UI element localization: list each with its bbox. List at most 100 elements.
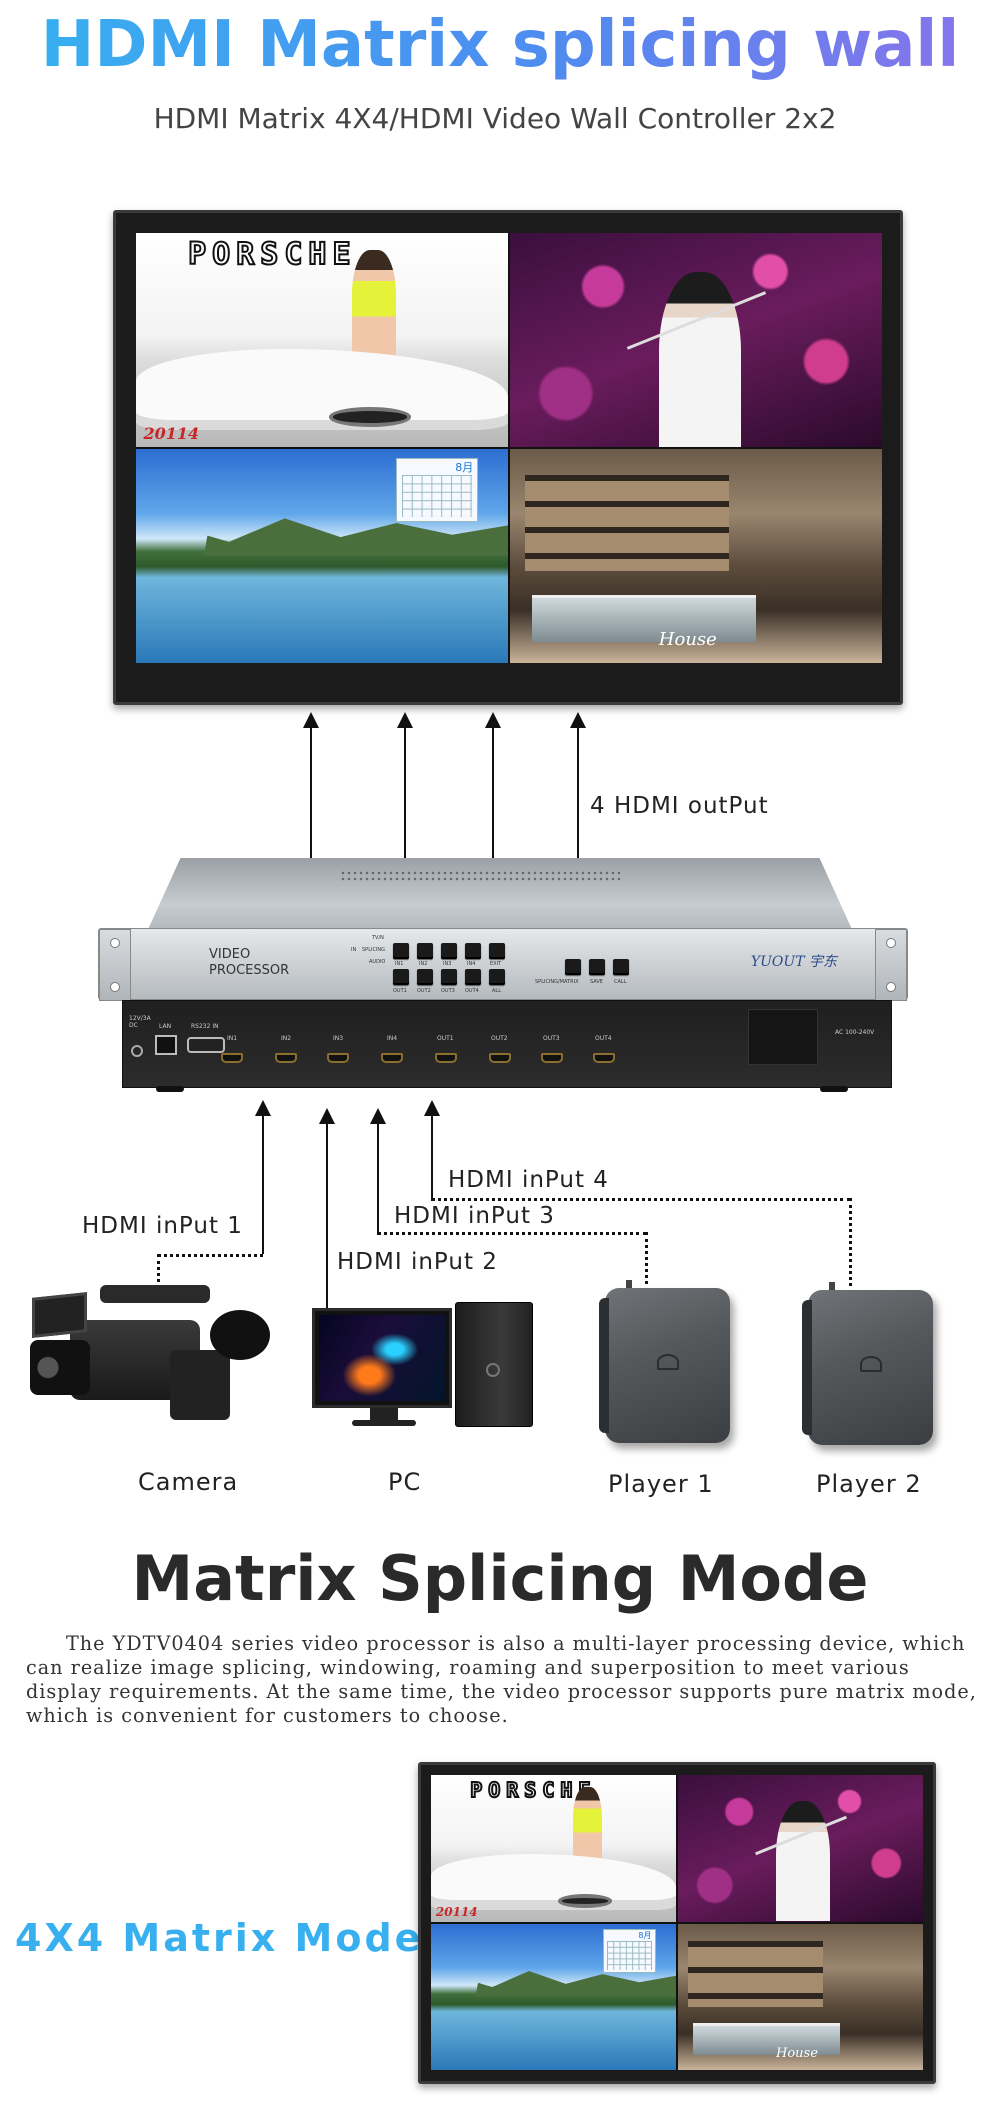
pc-screen bbox=[319, 1315, 445, 1401]
input3-label: HDMI inPut 3 bbox=[394, 1203, 555, 1229]
button-label-splicing-matrix: SPLICING/MATRIX bbox=[535, 979, 579, 985]
matrix-quadrant-porsche: PORSCHE 20114 bbox=[431, 1775, 676, 1922]
cafe-counter bbox=[532, 594, 756, 642]
cafe-shelves bbox=[524, 474, 730, 571]
input-arrowhead-2 bbox=[319, 1108, 335, 1124]
pc-monitor-stand bbox=[370, 1408, 398, 1422]
car-wheel bbox=[558, 1894, 613, 1908]
input2-label: HDMI inPut 2 bbox=[337, 1249, 498, 1275]
camera-flip-screen bbox=[32, 1292, 87, 1338]
performer-figure bbox=[658, 271, 741, 447]
matrix-mode-monitor: PORSCHE 20114 8月 House bbox=[418, 1762, 936, 2084]
button-out1[interactable] bbox=[393, 969, 409, 985]
input4-connector-v bbox=[849, 1198, 852, 1286]
hdmi-in3-label: IN3 bbox=[333, 1035, 344, 1042]
rack-hole bbox=[886, 982, 896, 992]
button-label-in4: IN4 bbox=[467, 961, 476, 967]
hdmi-in2-label: IN2 bbox=[281, 1035, 292, 1042]
ac-power-socket bbox=[748, 1009, 818, 1065]
input4-label: HDMI inPut 4 bbox=[448, 1167, 609, 1193]
player1-logo-icon bbox=[657, 1354, 679, 1370]
section-body: The YDTV0404 series video processor is a… bbox=[26, 1632, 977, 1727]
model-figure bbox=[573, 1786, 603, 1863]
cafe-shelves bbox=[687, 1941, 823, 2007]
button-exit[interactable] bbox=[489, 943, 505, 959]
button-all[interactable] bbox=[489, 969, 505, 985]
camera-handle bbox=[100, 1285, 210, 1303]
mode-label-in: IN bbox=[351, 947, 357, 953]
player1-antenna bbox=[626, 1280, 632, 1290]
hdmi-out3-label: OUT3 bbox=[543, 1035, 560, 1042]
button-label-call: CALL bbox=[614, 979, 627, 985]
porsche-logo-text: PORSCHE bbox=[469, 1777, 597, 1803]
button-in1[interactable] bbox=[393, 943, 409, 959]
player2-logo-icon bbox=[860, 1356, 882, 1372]
calendar-grid bbox=[402, 474, 473, 517]
button-save[interactable] bbox=[589, 959, 605, 975]
hdmi-in4-label: IN4 bbox=[387, 1035, 398, 1042]
car-plate-text: 20114 bbox=[435, 1904, 478, 1919]
output-arrowhead-4 bbox=[570, 712, 586, 728]
camera-lens bbox=[30, 1340, 90, 1395]
player2-side bbox=[802, 1300, 812, 1435]
button-label-in1: IN1 bbox=[395, 961, 404, 967]
button-label-save: SAVE bbox=[590, 979, 603, 985]
hdmi-in1-label: IN1 bbox=[227, 1035, 238, 1042]
output-arrow-line-2 bbox=[404, 726, 406, 858]
output-label: 4 HDMI outPut bbox=[590, 793, 769, 819]
matrix-quadrant-lake: 8月 bbox=[431, 1923, 676, 2070]
input-arrowhead-3 bbox=[370, 1108, 386, 1124]
button-splicing-matrix[interactable] bbox=[565, 959, 581, 975]
hdmi-in3-port bbox=[327, 1053, 349, 1063]
rack-hole bbox=[110, 982, 120, 992]
hdmi-out1-port bbox=[435, 1053, 457, 1063]
input-arrow-line-2 bbox=[326, 1122, 328, 1312]
button-call[interactable] bbox=[613, 959, 629, 975]
input1-connector-h bbox=[158, 1254, 263, 1257]
calendar-widget: 8月 bbox=[602, 1929, 657, 1974]
player2-label: Player 2 bbox=[816, 1470, 922, 1498]
hdmi-out4-label: OUT4 bbox=[595, 1035, 612, 1042]
performer-figure bbox=[776, 1801, 830, 1922]
button-label-all: ALL bbox=[492, 988, 501, 994]
device-foot bbox=[156, 1086, 184, 1092]
button-in4[interactable] bbox=[465, 943, 481, 959]
rack-hole bbox=[110, 938, 120, 948]
device-front-panel: VIDEO PROCESSOR TV/N SPLICING AUDIO IN I… bbox=[98, 928, 908, 1001]
player1-label: Player 1 bbox=[608, 1470, 714, 1498]
car-image bbox=[136, 348, 508, 430]
camera-grip bbox=[170, 1350, 230, 1420]
hdmi-in2-port bbox=[275, 1053, 297, 1063]
button-in2[interactable] bbox=[417, 943, 433, 959]
button-out4[interactable] bbox=[465, 969, 481, 985]
input1-connector-v bbox=[157, 1254, 160, 1294]
matrix-mode-screen: PORSCHE 20114 8月 House bbox=[431, 1775, 923, 2070]
porsche-logo-text: PORSCHE bbox=[187, 236, 357, 273]
button-label-out2: OUT2 bbox=[417, 988, 431, 994]
power-port-label: 12V/3A DC bbox=[129, 1015, 151, 1029]
input-arrowhead-4 bbox=[424, 1100, 440, 1116]
pc-power-button bbox=[486, 1363, 500, 1377]
rack-hole bbox=[886, 938, 896, 948]
calendar-title: 8月 bbox=[455, 460, 474, 474]
rs232-port-label: RS232 IN bbox=[191, 1023, 219, 1030]
hdmi-in4-port bbox=[381, 1053, 403, 1063]
device-foot bbox=[820, 1086, 848, 1092]
input4-connector-h bbox=[431, 1198, 851, 1201]
button-out2[interactable] bbox=[417, 969, 433, 985]
device-label-line2: PROCESSOR bbox=[209, 963, 290, 978]
input-arrow-line-4 bbox=[431, 1114, 433, 1198]
button-out3[interactable] bbox=[441, 969, 457, 985]
button-in3[interactable] bbox=[441, 943, 457, 959]
button-label-out1: OUT1 bbox=[393, 988, 407, 994]
output-arrow-line-1 bbox=[310, 726, 312, 858]
rs232-port bbox=[187, 1037, 225, 1053]
player1-device bbox=[599, 1288, 730, 1443]
device-vent bbox=[340, 870, 620, 882]
cafe-counter bbox=[692, 2023, 840, 2056]
pc-monitor-base bbox=[352, 1420, 416, 1426]
button-label-in3: IN3 bbox=[443, 961, 452, 967]
input-arrow-line-3 bbox=[377, 1122, 379, 1232]
calendar-grid bbox=[606, 1941, 653, 1970]
hdmi-out1-label: OUT1 bbox=[437, 1035, 454, 1042]
